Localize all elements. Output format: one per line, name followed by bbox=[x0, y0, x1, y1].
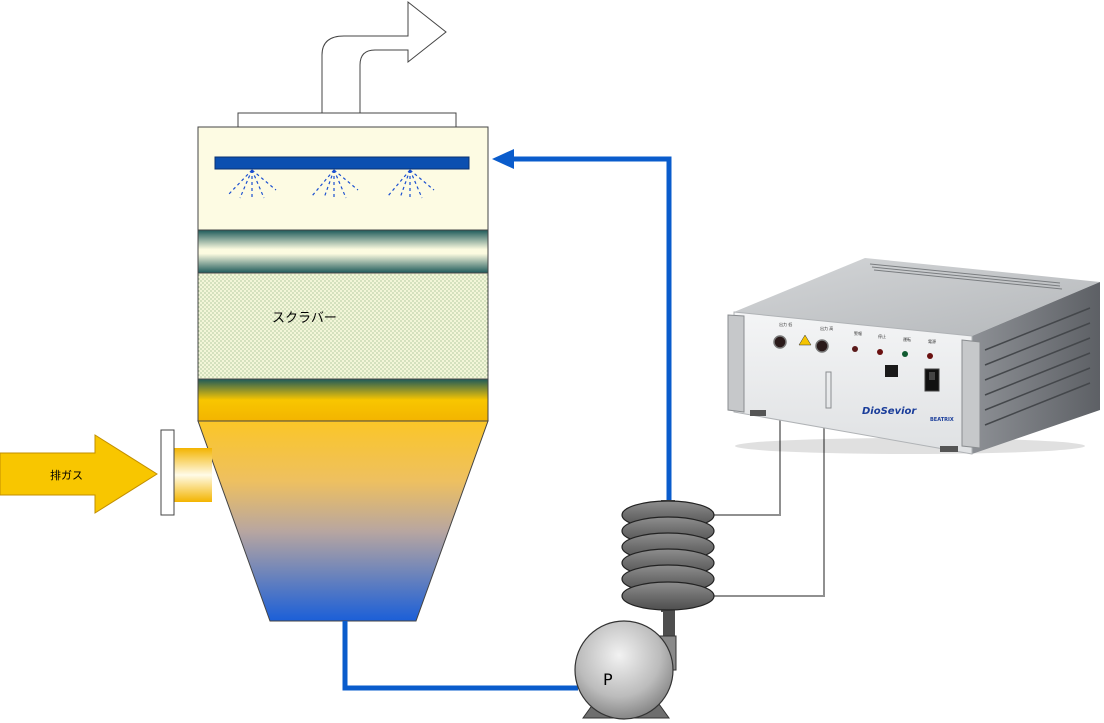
panel-label-output-low: 出力 低 bbox=[779, 321, 792, 327]
run-lamp bbox=[902, 351, 908, 357]
exhaust-gas-label: 排ガス bbox=[50, 468, 83, 482]
exhaust-gas-arrow-icon bbox=[0, 434, 158, 514]
brand-name: DioSevior bbox=[862, 406, 917, 417]
scrubber-label: スクラバー bbox=[272, 311, 337, 326]
output-low-connector[interactable] bbox=[773, 335, 787, 349]
alarm-lamp bbox=[852, 346, 858, 352]
spray-bar bbox=[214, 156, 470, 170]
hopper bbox=[197, 420, 489, 622]
panel-label-run: 運転 bbox=[903, 336, 911, 342]
panel-label-alarm: 警報 bbox=[854, 330, 862, 336]
magnetic-coil bbox=[621, 500, 715, 612]
maker-name: BEATRIX bbox=[930, 417, 954, 423]
mode-switch[interactable] bbox=[885, 365, 898, 377]
pump-label: P bbox=[603, 670, 613, 689]
power-lamp bbox=[927, 353, 933, 359]
outlet-arrow-icon bbox=[321, 0, 447, 115]
controller-device: 出力 低 出力 高 警報 停止 運転 電源 DioSevior BEATRIX bbox=[727, 258, 1100, 455]
inlet-flange bbox=[160, 429, 175, 516]
panel-label-output-high: 出力 高 bbox=[820, 325, 833, 331]
panel-label-stop: 停止 bbox=[878, 333, 886, 339]
pump bbox=[574, 620, 677, 720]
pipe-return-arrowhead-icon bbox=[492, 149, 514, 169]
warning-triangle-icon bbox=[798, 334, 812, 346]
output-high-connector[interactable] bbox=[815, 339, 829, 353]
scrubber-tower bbox=[197, 112, 489, 622]
inlet-duct bbox=[174, 448, 212, 502]
packing-section bbox=[197, 272, 489, 380]
spray-chamber bbox=[197, 126, 489, 231]
stop-lamp bbox=[877, 349, 883, 355]
spray-nozzles bbox=[227, 169, 435, 200]
panel-label-power: 電源 bbox=[928, 338, 936, 344]
